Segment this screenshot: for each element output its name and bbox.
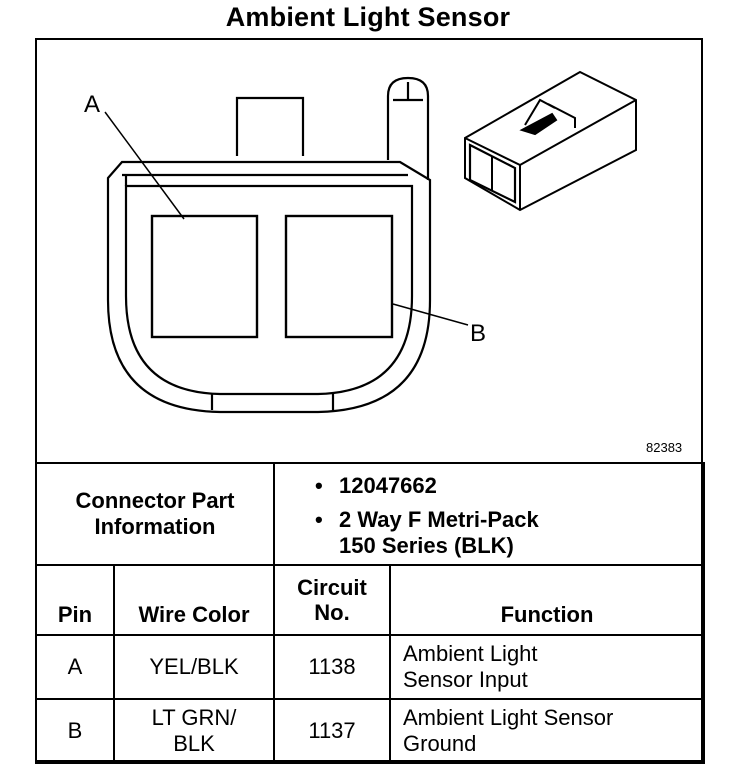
- connector-drawing: A B: [84, 70, 637, 414]
- cavity-b: [284, 214, 394, 339]
- leader-b: [392, 303, 469, 326]
- connector-perspective-view: [464, 70, 637, 212]
- circuit-cell: 1137: [273, 698, 391, 764]
- connector-description-2: 150 Series (BLK): [339, 533, 514, 558]
- table-row: A YEL/BLK 1138 Ambient Light Sensor Inpu…: [35, 634, 706, 700]
- part-number: 12047662: [339, 473, 437, 498]
- header-wire-color: Wire Color: [113, 564, 275, 636]
- connector-body-outer: [106, 160, 432, 414]
- function-cell: Ambient Light Sensor Ground: [388, 698, 706, 764]
- cavity-a: [150, 214, 259, 339]
- diagram-title: Ambient Light Sensor: [225, 2, 511, 32]
- connector-info-value: •12047662 •2 Way F Metri-Pack 150 Series…: [272, 462, 706, 566]
- connector-post: [386, 76, 430, 180]
- connector-description-1: 2 Way F Metri-Pack: [339, 507, 539, 532]
- header-function: Function: [388, 564, 706, 636]
- pin-cell: B: [35, 698, 115, 764]
- circuit-cell: 1138: [273, 634, 391, 700]
- connector-latch-tab: [235, 96, 305, 156]
- table-row: B LT GRN/ BLK 1137 Ambient Light Sensor …: [35, 698, 706, 764]
- connector-info-label: Connector Part Information: [35, 462, 275, 566]
- connector-info-row: Connector Part Information •12047662 •2 …: [35, 462, 706, 566]
- callout-a: A: [84, 91, 100, 118]
- connector-body-inner: [124, 184, 414, 396]
- function-cell: Ambient Light Sensor Input: [388, 634, 706, 700]
- wire-color-cell: YEL/BLK: [113, 634, 275, 700]
- pin-cell: A: [35, 634, 115, 700]
- leader-a: [104, 111, 185, 220]
- header-pin: Pin: [35, 564, 115, 636]
- header-circuit: Circuit No.: [273, 564, 391, 636]
- wire-color-cell: LT GRN/ BLK: [113, 698, 275, 764]
- connector-table: Connector Part Information •12047662 •2 …: [35, 462, 706, 764]
- table-header-row: Pin Wire Color Circuit No. Function: [35, 564, 706, 636]
- callout-b: B: [470, 320, 486, 347]
- figure-number: 82383: [646, 440, 683, 455]
